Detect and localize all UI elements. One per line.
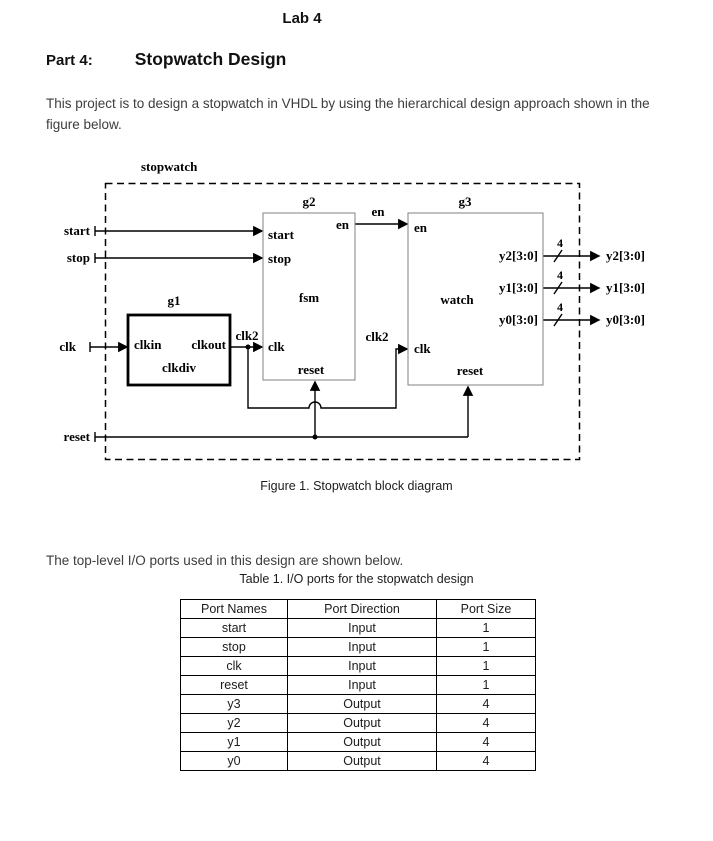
cell-port-name: reset bbox=[180, 675, 288, 695]
cell-port-direction: Input bbox=[287, 618, 437, 638]
table-row: stop Input 1 bbox=[180, 637, 536, 657]
cell-port-name: y3 bbox=[180, 694, 288, 714]
g1-name-clkdiv: clkdiv bbox=[162, 360, 196, 375]
g3-port-y2: y2[3:0] bbox=[499, 248, 538, 263]
part-label: Part 4: bbox=[46, 52, 93, 69]
wire-label-clk2-b: clk2 bbox=[365, 329, 388, 344]
block-g1-clkdiv bbox=[126, 313, 232, 387]
table-intro-text: The top-level I/O ports used in this des… bbox=[46, 552, 404, 568]
g2-port-clk: clk bbox=[268, 339, 285, 354]
table-row: y1 Output 4 bbox=[180, 732, 536, 752]
g3-port-en: en bbox=[414, 220, 428, 235]
input-label-clk: clk bbox=[59, 339, 76, 354]
table-row: y2 Output 4 bbox=[180, 713, 536, 733]
y0-bus-width: 4 bbox=[557, 300, 563, 314]
cell-port-direction: Output bbox=[287, 732, 437, 752]
table-row: clk Input 1 bbox=[180, 656, 536, 676]
y1-bus-slash bbox=[553, 281, 563, 295]
block-g3-watch bbox=[407, 212, 544, 386]
y0-bus-slash bbox=[553, 313, 563, 327]
cell-port-direction: Output bbox=[287, 751, 437, 771]
g2-port-stop: stop bbox=[268, 251, 291, 266]
table-row: y0 Output 4 bbox=[180, 751, 536, 771]
g2-port-start: start bbox=[268, 227, 295, 242]
g3-port-reset: reset bbox=[457, 363, 484, 378]
cell-port-size: 4 bbox=[436, 732, 536, 752]
cell-port-direction: Input bbox=[287, 656, 437, 676]
figure-caption: Figure 1. Stopwatch block diagram bbox=[260, 479, 453, 493]
clk2-wire-to-g3 bbox=[247, 343, 409, 409]
page-title: Lab 4 bbox=[282, 10, 322, 27]
stopwatch-label: stopwatch bbox=[141, 159, 198, 174]
g2-port-reset: reset bbox=[298, 362, 325, 377]
output-label-y2: y2[3:0] bbox=[606, 248, 645, 263]
section-heading: Part 4: Stopwatch Design bbox=[46, 49, 286, 70]
g2-name-fsm: fsm bbox=[299, 290, 319, 305]
cell-port-size: 1 bbox=[436, 637, 536, 657]
col-header-port-size: Port Size bbox=[436, 599, 536, 619]
g2-port-en: en bbox=[336, 217, 350, 232]
stopwatch-boundary bbox=[104, 182, 581, 461]
stopwatch-block-diagram: stop watch bbox=[0, 150, 713, 470]
cell-port-size: 4 bbox=[436, 713, 536, 733]
cell-port-name: y0 bbox=[180, 751, 288, 771]
cell-port-direction: Output bbox=[287, 694, 437, 714]
table-row: reset Input 1 bbox=[180, 675, 536, 695]
y1-bus-width: 4 bbox=[557, 268, 563, 282]
table-row: y3 Output 4 bbox=[180, 694, 536, 714]
table-row: start Input 1 bbox=[180, 618, 536, 638]
cell-port-direction: Input bbox=[287, 637, 437, 657]
col-header-port-direction: Port Direction bbox=[287, 599, 437, 619]
cell-port-size: 1 bbox=[436, 618, 536, 638]
output-label-y0: y0[3:0] bbox=[606, 312, 645, 327]
g2-title: g2 bbox=[303, 194, 316, 209]
reset-junction-dot bbox=[312, 434, 318, 440]
clk2-junction-dot bbox=[245, 344, 251, 350]
wires bbox=[89, 218, 601, 442]
g1-title: g1 bbox=[168, 293, 181, 308]
g3-title: g3 bbox=[459, 194, 473, 209]
cell-port-direction: Input bbox=[287, 675, 437, 695]
io-ports-table: Port Names Port Direction Port Size star… bbox=[180, 599, 536, 771]
cell-port-name: stop bbox=[180, 637, 288, 657]
wire-label-en: en bbox=[372, 204, 386, 219]
cell-port-name: y1 bbox=[180, 732, 288, 752]
g3-port-y0: y0[3:0] bbox=[499, 312, 538, 327]
g3-port-clk: clk bbox=[414, 341, 431, 356]
wire-label-clk2-a: clk2 bbox=[235, 328, 258, 343]
cell-port-name: y2 bbox=[180, 713, 288, 733]
table-caption: Table 1. I/O ports for the stopwatch des… bbox=[239, 572, 474, 586]
input-label-reset: reset bbox=[64, 429, 91, 444]
output-label-y1: y1[3:0] bbox=[606, 280, 645, 295]
input-label-stop: stop bbox=[67, 250, 90, 265]
table-header-row: Port Names Port Direction Port Size bbox=[180, 599, 536, 619]
intro-paragraph: This project is to design a stopwatch in… bbox=[46, 95, 650, 132]
block-g2-fsm bbox=[262, 212, 356, 381]
y2-bus-slash bbox=[553, 249, 563, 263]
cell-port-size: 4 bbox=[436, 751, 536, 771]
cell-port-size: 1 bbox=[436, 656, 536, 676]
y2-bus-width: 4 bbox=[557, 236, 563, 250]
g1-port-clkout: clkout bbox=[191, 337, 226, 352]
col-header-port-names: Port Names bbox=[180, 599, 288, 619]
g3-port-y1: y1[3:0] bbox=[499, 280, 538, 295]
cell-port-direction: Output bbox=[287, 713, 437, 733]
cell-port-name: start bbox=[180, 618, 288, 638]
cell-port-size: 1 bbox=[436, 675, 536, 695]
g3-name-watch: watch bbox=[440, 292, 474, 307]
input-label-start: start bbox=[64, 223, 91, 238]
cell-port-size: 4 bbox=[436, 694, 536, 714]
part-title: Stopwatch Design bbox=[134, 49, 287, 69]
g1-port-clkin: clkin bbox=[134, 337, 162, 352]
diagram-canvas: stop watch bbox=[59, 159, 645, 461]
cell-port-name: clk bbox=[180, 656, 288, 676]
